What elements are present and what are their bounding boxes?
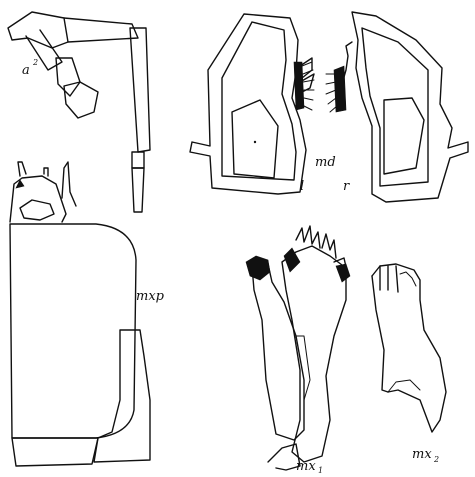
mandible-right-setae (326, 66, 346, 112)
antenna-label-superscript: 2 (32, 58, 38, 67)
maxilliped-label: mxp (136, 289, 165, 304)
maxilla-2-label-subscript: 2 (433, 455, 439, 464)
mandible-right-label: r (343, 179, 350, 194)
mandible-right-figure: r (326, 12, 468, 202)
mandible-label: md (315, 155, 336, 170)
maxilla-2-figure: mx 2 (372, 264, 446, 464)
antenna-figure: a 2 (8, 12, 150, 212)
mandible-left-figure: l (190, 14, 314, 194)
maxilla-1-label: mx (296, 459, 316, 474)
maxilliped-figure: mxp (10, 162, 165, 466)
maxilla-1-figure: mx 1 (246, 226, 350, 475)
maxilla-2-label: mx (412, 447, 432, 462)
antenna-label: a (22, 63, 30, 78)
mandible-left-label: l (300, 179, 304, 194)
maxilla-1-label-subscript: 1 (318, 466, 323, 475)
